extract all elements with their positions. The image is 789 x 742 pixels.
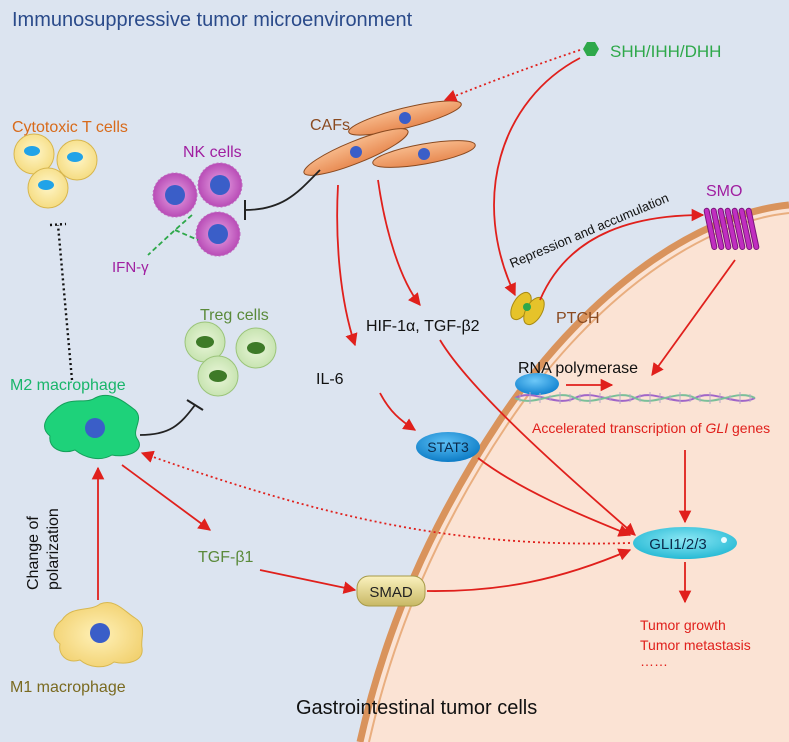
- cytotoxic-t-cell: [56, 139, 98, 181]
- gli-protein: [633, 527, 737, 559]
- caf-cell-3: [372, 140, 476, 168]
- ifn-gamma-label: IFN-γ: [112, 259, 149, 276]
- rna-polymerase-icon: [515, 373, 559, 395]
- arrow-hif-to-gli: [439, 339, 636, 536]
- il6-label: IL-6: [316, 371, 344, 388]
- outcome-growth: Tumor growth: [640, 617, 726, 633]
- arrow-smo-to-transcription: [651, 259, 736, 377]
- arrow-ptch-to-smo: [539, 208, 705, 301]
- arrow-stat3-to-gli: [477, 457, 632, 537]
- inhibition-m2-treg: [139, 404, 196, 436]
- polarization-label-line2: polarization: [45, 508, 62, 590]
- arrow-m2-to-tgfb1: [121, 464, 212, 531]
- arrow-il6-to-stat3: [379, 392, 417, 431]
- hif-tgfb2-label: HIF-1α, TGF-β2: [366, 318, 480, 335]
- nk-cells-label: NK cells: [183, 144, 242, 161]
- stat3-protein: [416, 432, 480, 462]
- inhibition-m2-cytotoxic: [56, 224, 74, 381]
- nk-cell: [195, 211, 241, 257]
- cytotoxic-t-cell: [27, 167, 69, 209]
- arrow-tgfb1-to-smad: [259, 569, 357, 594]
- tumor-cell-body: [360, 205, 789, 742]
- treg-cell: [184, 321, 226, 363]
- outcome-more: ……: [640, 653, 668, 669]
- tgfb1-label: TGF-β1: [198, 549, 254, 566]
- caf-cell-1: [348, 100, 462, 136]
- arrow-ligand-to-ptch: [493, 57, 581, 297]
- diagram-title: Immunosuppressive tumor microenvironment: [12, 9, 413, 31]
- nk-cell: [197, 162, 243, 208]
- stat3-label: STAT3: [427, 439, 469, 455]
- smad-protein: [356, 575, 426, 607]
- arrow-smad-to-gli: [426, 548, 632, 592]
- rna-polymerase-label: RNA polymerase: [518, 360, 638, 377]
- smad-label: SMAD: [369, 584, 413, 601]
- ptch-receptor: [510, 291, 545, 326]
- caf-cell-2: [303, 128, 409, 176]
- dna-helix-icon: [514, 392, 756, 404]
- cafs-label: CAFs: [310, 117, 350, 134]
- treg-cells-label: Treg cells: [200, 307, 269, 324]
- inhibition-cafs-nk: [244, 169, 321, 211]
- treg-cell: [197, 355, 239, 397]
- tumor-cell-membrane: [356, 201, 789, 742]
- feedback-gli-to-m2: [140, 450, 631, 545]
- cytotoxic-t-cells-label: Cytotoxic T cells: [12, 119, 128, 136]
- smo-receptor: [703, 207, 760, 250]
- treg-cell: [235, 327, 277, 369]
- gli-label: GLI1/2/3: [649, 536, 707, 553]
- ligand-hexagon-icon: [583, 42, 599, 56]
- m2-macrophage-label: M2 macrophage: [10, 377, 126, 394]
- transcription-label: Accelerated transcription of GLI genes: [532, 420, 770, 436]
- ligand-label: SHH/IHH/DHH: [610, 42, 721, 61]
- arrow-ligand-to-cafs: [443, 49, 581, 102]
- arrow-cafs-to-il6: [336, 184, 358, 347]
- tumor-cells-label: Gastrointestinal tumor cells: [296, 697, 537, 719]
- ptch-label: PTCH: [556, 310, 600, 327]
- nk-cell: [152, 172, 198, 218]
- polarization-label-line1: Change of: [25, 516, 42, 590]
- m1-macrophage-label: M1 macrophage: [10, 679, 126, 696]
- arrow-cafs-to-hif: [377, 179, 421, 306]
- outcome-metastasis: Tumor metastasis: [640, 637, 751, 653]
- smo-label: SMO: [706, 183, 742, 200]
